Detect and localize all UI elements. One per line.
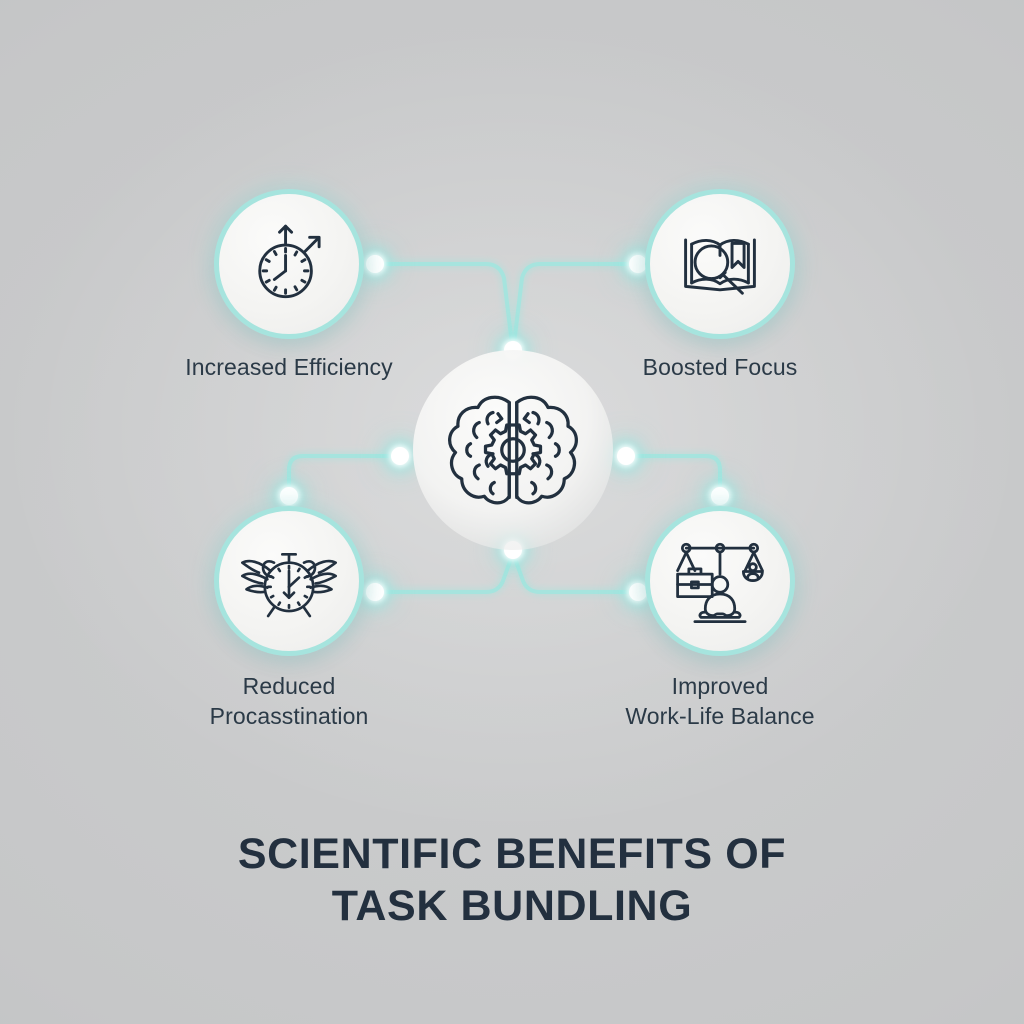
benefit-node-balance[interactable]	[645, 506, 795, 656]
benefit-node-focus[interactable]	[645, 189, 795, 339]
connector-dot-balance	[629, 583, 647, 601]
book-magnifier-bookmark-icon	[684, 238, 756, 295]
connector-dot-balance-top	[711, 487, 729, 505]
winged-alarm-clock-icon	[241, 553, 337, 618]
connector-procrastination	[373, 554, 514, 594]
benefit-label-focus-line1: Boosted Focus	[642, 354, 798, 380]
connector-balance	[512, 554, 640, 594]
scales-briefcase-meditation-icon	[676, 542, 764, 624]
connector-procrastination-upper	[287, 454, 402, 498]
connector-efficiency	[373, 262, 514, 346]
connector-balance-upper	[624, 454, 722, 498]
connector-dot-procrastination-top	[280, 487, 298, 505]
benefit-label-efficiency-line1: Increased Efficiency	[185, 354, 393, 380]
connector-dot-hub-left	[391, 447, 409, 465]
benefit-label-focus: Boosted Focus	[555, 353, 885, 383]
benefit-label-balance-line1: Improved	[671, 673, 769, 699]
page-title: SCIENTIFIC BENEFITS OF TASK BUNDLING	[0, 828, 1024, 933]
benefit-node-efficiency[interactable]	[214, 189, 364, 339]
connector-dot-focus	[629, 255, 647, 273]
brain-gear-icon	[448, 395, 578, 505]
benefit-label-balance: Improved Work-Life Balance	[555, 672, 885, 732]
benefit-label-procrastination: Reduced Procasstination	[124, 672, 454, 732]
connector-dot-efficiency	[366, 255, 384, 273]
connector-dot-hub-right	[617, 447, 635, 465]
page-title-line2: TASK BUNDLING	[331, 882, 693, 931]
benefit-label-balance-line2: Work-Life Balance	[625, 702, 815, 729]
connector-focus	[512, 262, 640, 346]
benefit-node-procrastination[interactable]	[214, 506, 364, 656]
center-node-brain[interactable]	[413, 350, 613, 550]
benefit-label-procrastination-line1: Reduced	[242, 673, 336, 699]
connector-dot-procrastination	[366, 583, 384, 601]
benefit-label-efficiency: Increased Efficiency	[124, 353, 454, 383]
page-title-line1: SCIENTIFIC BENEFITS OF	[237, 830, 787, 878]
clock-with-up-arrows-icon	[258, 224, 321, 299]
benefit-label-procrastination-line2: Procasstination	[209, 702, 369, 729]
